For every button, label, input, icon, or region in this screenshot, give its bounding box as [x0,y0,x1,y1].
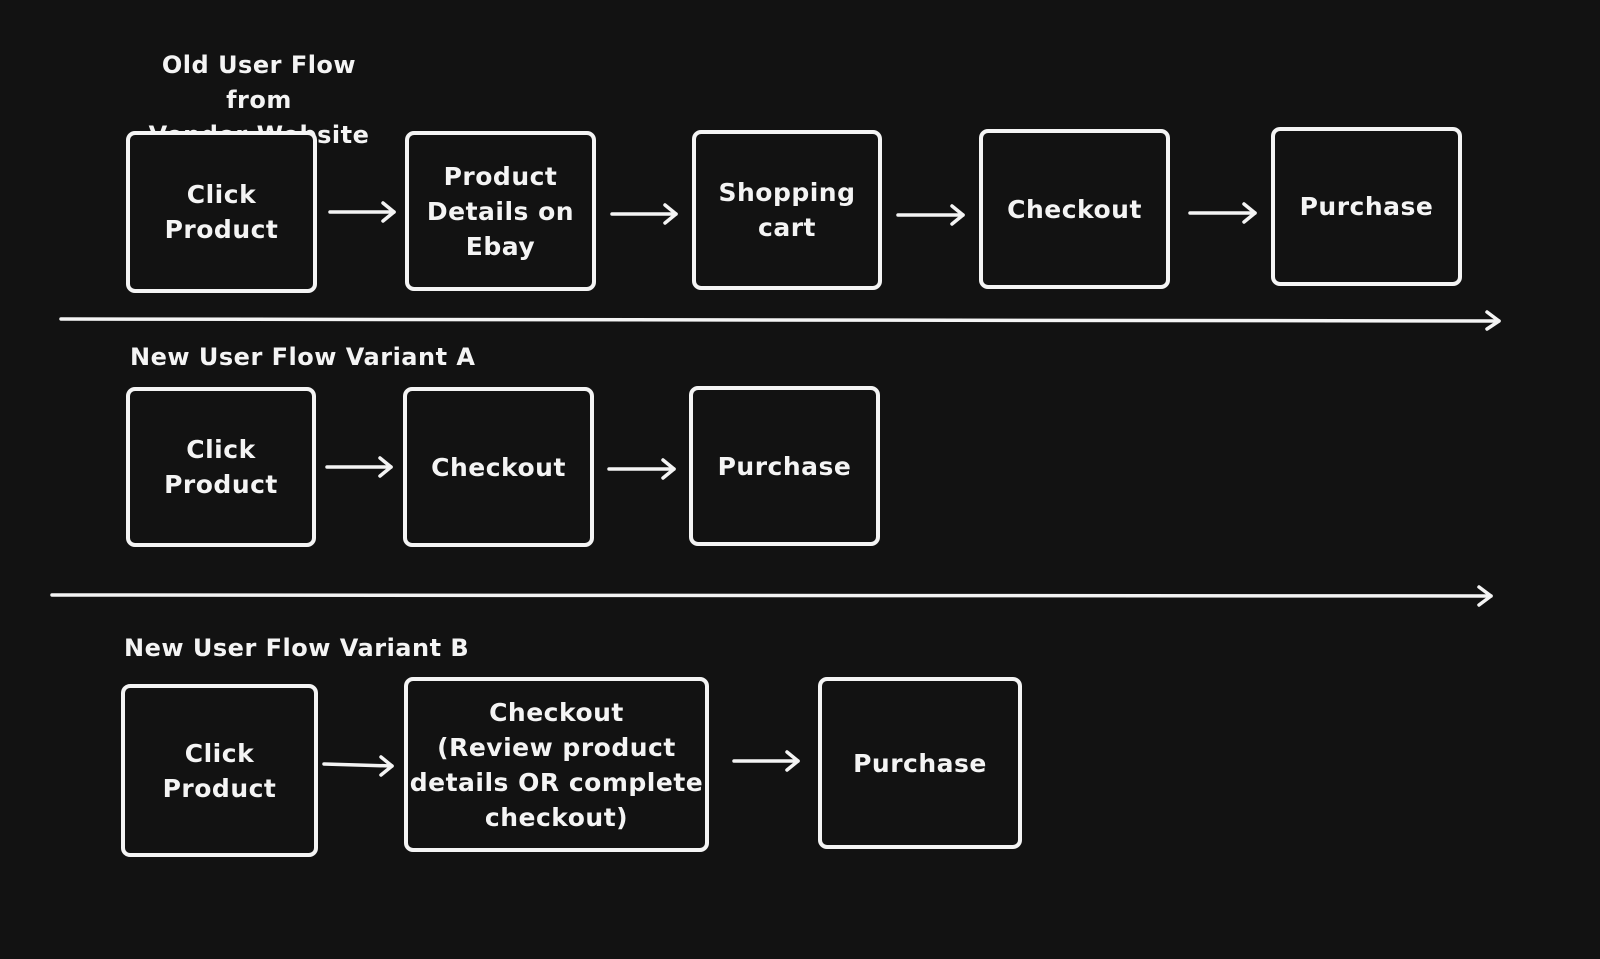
step-label: Purchase [853,748,987,778]
separator-arrow [59,310,1501,331]
old-flow-step-click-product: Click Product [126,131,317,293]
arrow-icon [610,203,678,225]
variant-b-step-click-product: Click Product [121,684,318,857]
old-flow-step-checkout: Checkout [979,129,1170,289]
step-label: Shopping cart [718,178,856,242]
variant-b-flow-title: New User Flow Variant B [124,634,470,662]
variant-a-step-click-product: Click Product [126,387,316,547]
variant-b-step-purchase: Purchase [818,677,1022,849]
arrow-icon [325,456,393,478]
separator-arrow [50,585,1493,607]
old-flow-step-product-details: Product Details on Ebay [405,131,596,291]
step-label: Purchase [1299,192,1434,221]
step-label: Product Details on Ebay [426,161,575,261]
step-label: Click Product [162,738,277,803]
variant-a-flow-title: New User Flow Variant A [130,343,476,371]
old-flow-step-purchase: Purchase [1271,127,1462,286]
arrow-icon [328,201,396,223]
arrow-icon [607,458,676,480]
arrow-icon [1188,202,1257,224]
step-label: Checkout [431,452,566,482]
arrow-icon [896,204,965,226]
step-label: Purchase [717,451,852,481]
step-label: Click Product [164,435,278,499]
variant-b-step-checkout-review: Checkout (Review product details OR comp… [404,677,709,852]
step-label: Checkout (Review product details OR comp… [409,697,704,832]
arrow-icon [732,750,800,772]
variant-a-step-purchase: Purchase [689,386,880,546]
arrow-icon [322,755,394,777]
old-flow-step-shopping-cart: Shopping cart [692,130,882,290]
variant-a-step-checkout: Checkout [403,387,594,547]
step-label: Checkout [1007,194,1142,224]
step-label: Click Product [164,180,279,244]
